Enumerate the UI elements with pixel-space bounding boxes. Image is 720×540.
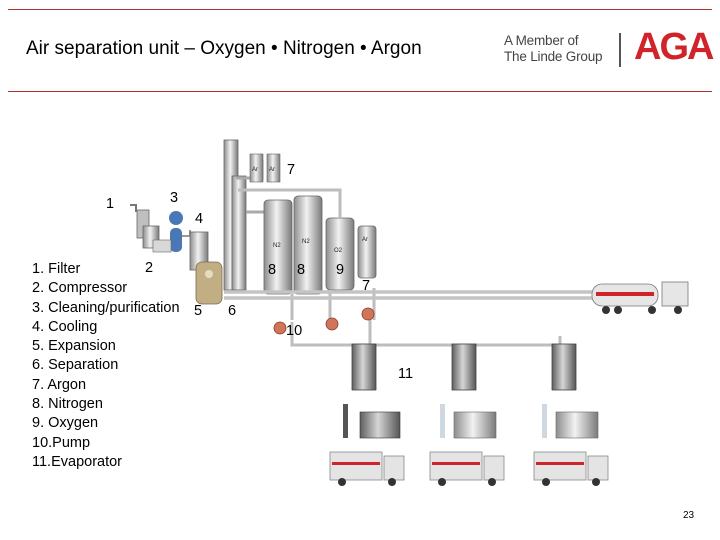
legend-item: 4. Cooling — [32, 318, 98, 335]
truck-pipeline — [224, 290, 600, 300]
tanker-truck — [591, 281, 689, 314]
gas-cylinder-packs — [343, 404, 599, 439]
callout-7-argon-top: 7 — [287, 162, 296, 178]
tank-label-n2-b: N2 — [302, 239, 310, 245]
callout-2: 2 — [145, 260, 154, 276]
callout-4: 4 — [195, 211, 204, 227]
pumps — [273, 307, 375, 335]
aga-logo: AGA — [634, 26, 714, 68]
legend-item: 10.Pump — [32, 434, 91, 451]
slide-title: Air separation unit – Oxygen • Nitrogen … — [26, 38, 422, 59]
tank-label-n2-a: N2 — [273, 243, 281, 249]
legend-item: 11.Evaporator — [32, 453, 123, 470]
tank-label-ar-2: Ar — [269, 167, 275, 173]
header-rule — [8, 91, 712, 92]
legend-item: 1. Filter — [32, 261, 81, 277]
logo-divider — [619, 33, 621, 67]
process-legend: 1. Filter 2. Compressor 3. Cleaning/puri… — [32, 260, 180, 472]
cylinder-trucks — [329, 451, 609, 486]
compressor-unit — [195, 261, 223, 305]
callout-1: 1 — [106, 196, 115, 212]
legend-item: 8. Nitrogen — [32, 396, 103, 413]
storage-tanks — [263, 195, 377, 295]
legend-item: 9. Oxygen — [32, 415, 99, 432]
callout-10-pump: 10 — [286, 323, 303, 339]
page-number: 23 — [683, 510, 695, 521]
evaporators — [351, 343, 577, 391]
tank-label-ar-1: Ar — [252, 167, 258, 173]
legend-item: 3. Cleaning/purification — [32, 299, 180, 316]
member-line-1: A Member of — [504, 33, 579, 48]
callout-8-nitrogen-a: 8 — [268, 262, 277, 278]
member-line-2: The Linde Group — [504, 49, 603, 64]
callout-5: 5 — [194, 303, 203, 319]
tank-label-ar-3: Ar — [362, 237, 368, 243]
callout-11-evaporator: 11 — [398, 366, 414, 382]
legend-item: 2. Compressor — [32, 280, 128, 297]
legend-item: 6. Separation — [32, 357, 119, 374]
tank-label-o2: O2 — [334, 248, 343, 254]
callout-8-nitrogen-b: 8 — [297, 262, 306, 278]
pipelines — [238, 188, 562, 347]
callout-7-argon: 7 — [362, 278, 371, 294]
legend-item: 7. Argon — [32, 376, 87, 393]
callout-6: 6 — [228, 303, 237, 319]
linde-member-text: A Member of The Linde Group — [504, 33, 603, 65]
callout-9-oxygen: 9 — [336, 262, 345, 278]
top-rule — [8, 9, 712, 10]
legend-item: 5. Expansion — [32, 338, 116, 355]
argon-tanks — [249, 153, 281, 183]
callout-3: 3 — [170, 190, 179, 206]
